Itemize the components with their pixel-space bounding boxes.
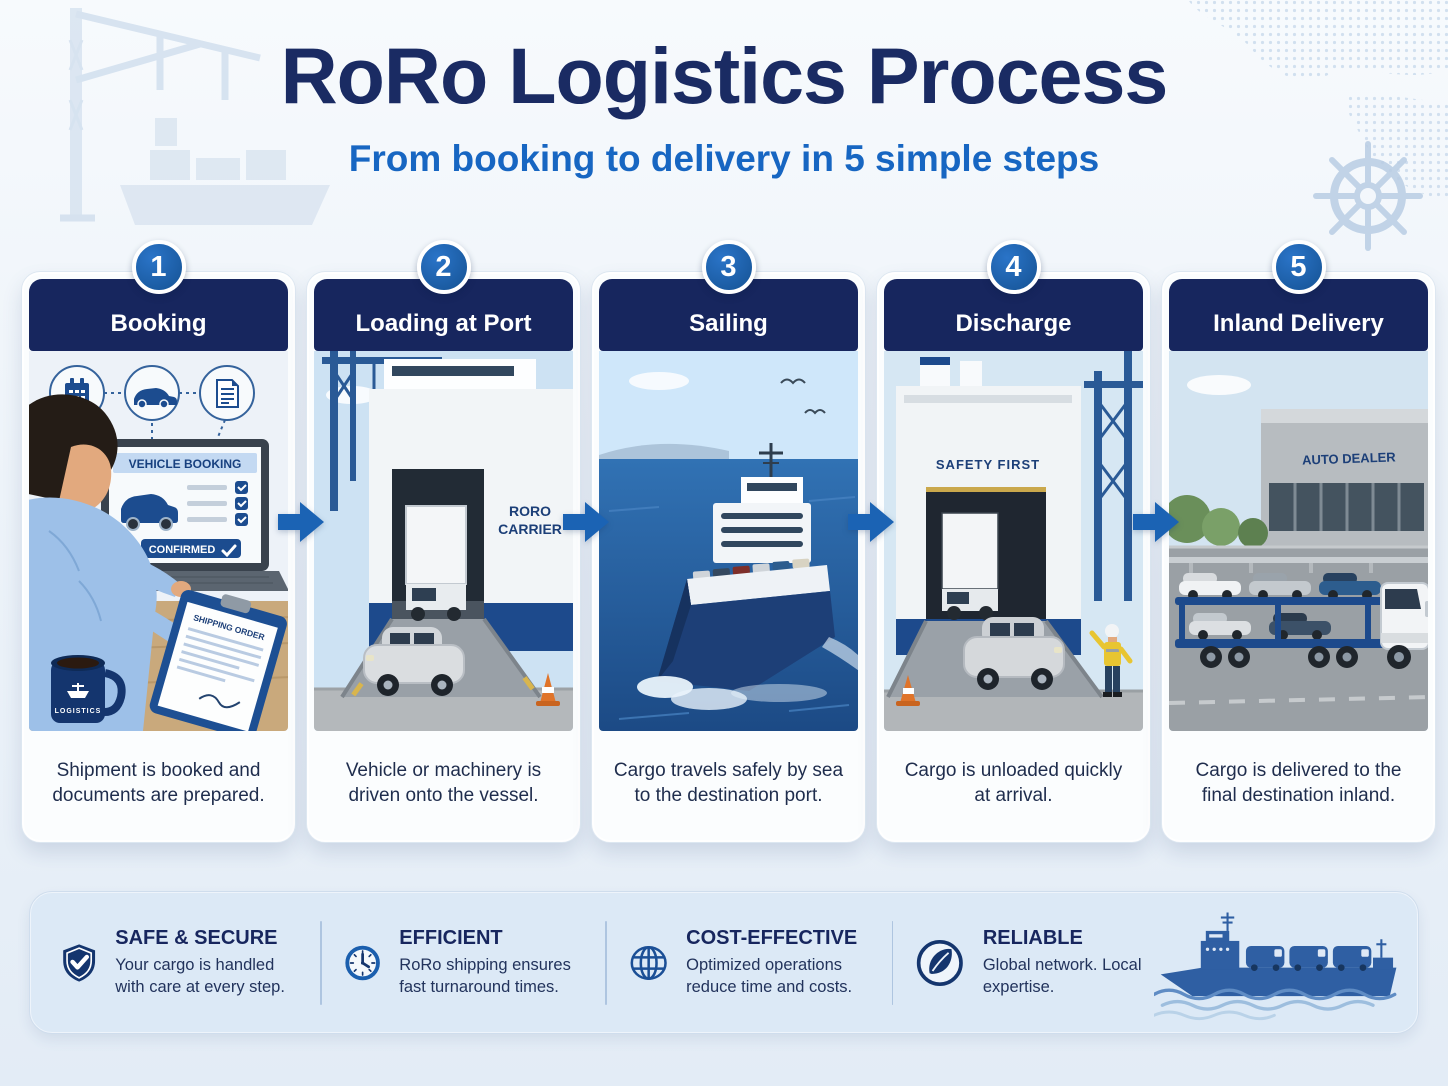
traffic-cone xyxy=(536,673,560,706)
header: RoRo Logistics Process From booking to d… xyxy=(0,30,1448,180)
dock-worker xyxy=(1089,624,1133,697)
box-truck xyxy=(941,512,999,620)
suv-on-ramp xyxy=(963,617,1065,690)
arrow-right-icon xyxy=(563,502,609,542)
leaf-icon xyxy=(917,939,964,986)
divider xyxy=(605,920,607,1005)
arrow-right-icon xyxy=(848,502,894,542)
features-bar: SAFE & SECURE Your cargo is handled with… xyxy=(30,892,1418,1033)
screen-car-graphic xyxy=(121,494,178,531)
bow-wake xyxy=(637,637,858,710)
step-card-loading: 2 Loading at Port xyxy=(307,240,580,842)
step-number-badge: 2 xyxy=(416,240,471,294)
feature-cost-effective: COST-EFFECTIVE Optimized operations redu… xyxy=(629,927,870,998)
clipboard: SHIPPING ORDER xyxy=(149,589,287,731)
confirmed-badge: CONFIRMED xyxy=(149,544,216,556)
lower-deck-cars xyxy=(1189,613,1331,640)
feature-description: Global network. Local expertise. xyxy=(982,956,1142,996)
hull-text-line2: CARRIER xyxy=(498,521,562,537)
car-carrier-truck xyxy=(1175,573,1428,669)
divider xyxy=(320,920,323,1005)
feature-efficient: EFFICIENT RoRo shipping ensures fast tur… xyxy=(344,927,583,998)
feature-description: Your cargo is handled with care at every… xyxy=(115,956,285,996)
discharge-scene-illustration: SAFETY FIRST xyxy=(884,351,1143,731)
page-subtitle: From booking to delivery in 5 simple ste… xyxy=(348,138,1100,179)
arrow-right-icon xyxy=(1133,502,1179,542)
car-icon xyxy=(124,365,180,421)
step-description: Shipment is booked and documents are pre… xyxy=(52,759,265,806)
inland-delivery-scene-illustration: AUTO DEALER xyxy=(1169,351,1428,731)
seagull-icons xyxy=(780,378,826,415)
step-number-badge: 3 xyxy=(701,240,756,294)
step-description: Cargo is delivered to the final destinat… xyxy=(1195,759,1402,806)
logistics-mug: LOGISTICS xyxy=(51,655,126,723)
feature-title: SAFE & SECURE xyxy=(115,927,278,950)
roro-ship xyxy=(657,443,835,691)
page-title: RoRo Logistics Process xyxy=(280,31,1169,120)
ship-safety-text: SAFETY FIRST xyxy=(936,457,1040,472)
step-number-badge: 1 xyxy=(131,240,186,294)
trees xyxy=(1169,495,1268,548)
vans-on-deck xyxy=(1246,945,1372,972)
document-icon xyxy=(199,365,255,421)
roro-vessel: RORO CARRIER xyxy=(369,359,573,651)
step-number-badge: 5 xyxy=(1271,240,1326,294)
screen-checklist xyxy=(187,481,248,526)
feature-description: RoRo shipping ensures fast turnaround ti… xyxy=(399,956,571,996)
step-card-discharge: 4 Discharge xyxy=(877,240,1150,842)
shield-check-icon xyxy=(63,943,96,982)
hull-text-line1: RORO xyxy=(509,503,551,519)
building-sign: AUTO DEALER xyxy=(1302,449,1397,467)
box-truck xyxy=(405,505,467,621)
mug-text: LOGISTICS xyxy=(55,708,102,715)
loading-scene-illustration: RORO CARRIER xyxy=(314,351,573,731)
feature-description: Optimized operations reduce time and cos… xyxy=(686,956,853,996)
upper-deck-cars xyxy=(1179,573,1381,600)
sailing-scene-illustration xyxy=(599,351,858,731)
step-description: Vehicle or machinery is driven onto the … xyxy=(345,759,542,806)
port-cranes xyxy=(1084,351,1143,601)
step-number-badge: 4 xyxy=(986,240,1041,294)
step-description: Cargo is unloaded quickly at arrival. xyxy=(904,759,1123,806)
feature-title: COST-EFFECTIVE xyxy=(686,927,858,950)
guardrail xyxy=(1169,557,1428,573)
clock-icon xyxy=(345,945,380,980)
feature-reliable: RELIABLE Global network. Local expertise… xyxy=(915,927,1154,998)
step-card-inland-delivery: 5 Inland Delivery AUTO DEALER xyxy=(1162,240,1435,842)
trailer-wheels xyxy=(1200,646,1358,668)
arrow-right-icon xyxy=(278,502,324,542)
feature-safe-secure: SAFE & SECURE Your cargo is handled with… xyxy=(61,927,298,999)
booking-scene-illustration: VEHICLE BOOKING CONFIRMED xyxy=(29,351,288,731)
truck-cab xyxy=(1380,582,1428,669)
step-description: Cargo travels safely by sea to the desti… xyxy=(613,759,844,806)
vehicle-booking-screen-title: VEHICLE BOOKING xyxy=(129,457,242,471)
cars-on-deck xyxy=(692,558,810,581)
globe-icon xyxy=(630,945,667,980)
steps-row: 1 Booking xyxy=(22,240,1435,842)
dealer-building: AUTO DEALER xyxy=(1261,409,1428,549)
step-card-booking: 1 Booking xyxy=(22,240,295,842)
feature-title: RELIABLE xyxy=(982,927,1083,950)
divider xyxy=(891,920,894,1005)
step-card-sailing: 3 Sailing xyxy=(592,240,865,842)
feature-title: EFFICIENT xyxy=(399,927,503,950)
cargo-ship-illustration xyxy=(1154,912,1397,1021)
quay xyxy=(884,691,1143,731)
traffic-cone xyxy=(896,675,920,706)
car-on-ramp xyxy=(363,627,465,696)
